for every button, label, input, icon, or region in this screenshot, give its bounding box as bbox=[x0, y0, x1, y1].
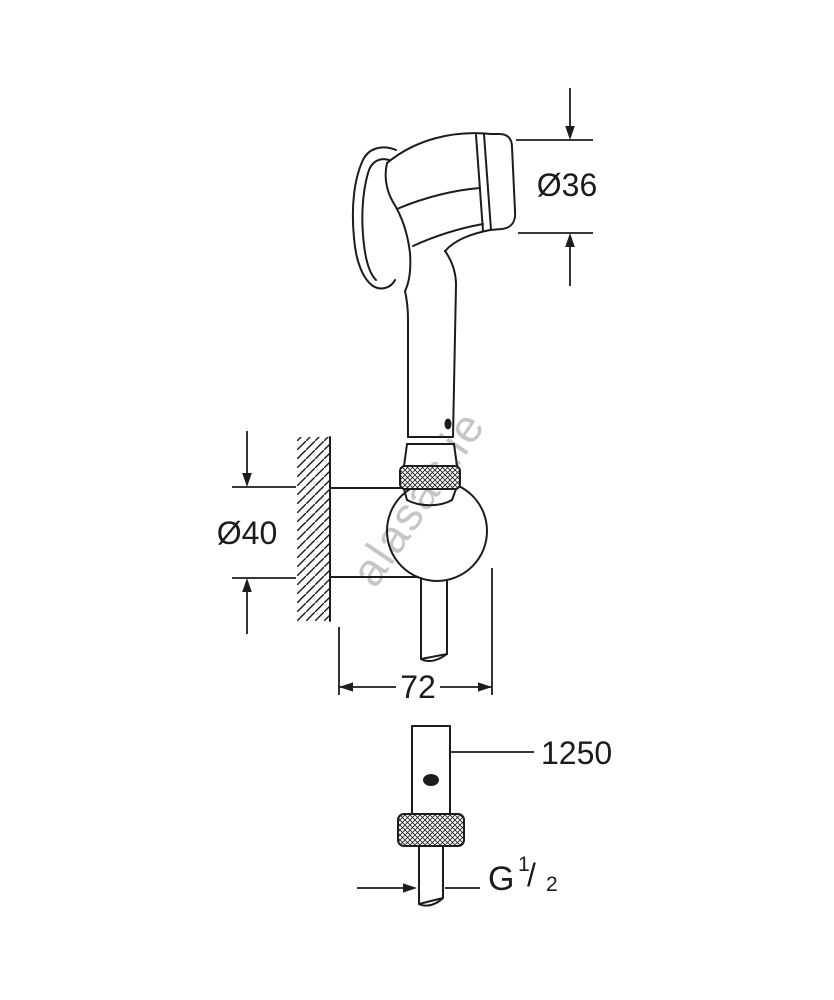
label-thread-slash: / bbox=[527, 857, 536, 893]
spray-face-line-2 bbox=[475, 134, 484, 232]
label-hose-length: 1250 bbox=[541, 735, 612, 771]
connector-knurled-ring bbox=[399, 465, 461, 490]
lever-inner-edge bbox=[361, 158, 390, 281]
holder-socket-right bbox=[451, 488, 457, 501]
wall-mount-assembly bbox=[297, 436, 488, 662]
spray-mode-dot bbox=[444, 418, 452, 430]
dim36-arrow-down bbox=[565, 126, 575, 140]
label-thread-numerator: 1 bbox=[518, 853, 530, 876]
lever-outer-edge bbox=[351, 146, 397, 290]
head-bottom-edge bbox=[444, 229, 491, 252]
hand-shower-sprayer bbox=[351, 132, 517, 490]
head-seam-lower bbox=[412, 223, 484, 247]
label-holder-depth: 72 bbox=[400, 669, 436, 705]
spray-face-line-1 bbox=[483, 133, 492, 231]
holder-socket-arc bbox=[406, 499, 453, 507]
hose-nut-knurled bbox=[397, 813, 465, 847]
dim72-arrow-left bbox=[339, 682, 353, 692]
label-holder-diameter: Ø40 bbox=[217, 515, 277, 551]
dim72-arrow-right bbox=[478, 682, 492, 692]
dimension-labels: Ø36 Ø40 72 1250 G 1 / 2 bbox=[217, 167, 612, 898]
spray-face-outer bbox=[489, 133, 517, 231]
collar-right-edge bbox=[453, 443, 458, 467]
thread-arrow-right bbox=[403, 883, 417, 893]
hose-lower-end-cut bbox=[418, 897, 444, 907]
label-thread-denominator: 2 bbox=[546, 873, 558, 896]
head-seam-upper bbox=[396, 187, 481, 210]
dim40-arrow-down bbox=[242, 473, 252, 487]
handle-right-edge bbox=[444, 250, 457, 438]
hose-detail bbox=[397, 725, 465, 907]
hose-upper-end-cut bbox=[420, 653, 448, 662]
label-thread-g: G bbox=[488, 860, 514, 898]
dim36-arrow-up bbox=[565, 233, 575, 247]
handle-left-edge bbox=[384, 162, 412, 438]
head-top-edge bbox=[386, 132, 492, 164]
holder-socket-left bbox=[403, 488, 408, 501]
collar-left-edge bbox=[403, 443, 408, 467]
label-head-diameter: Ø36 bbox=[537, 167, 597, 203]
dim40-arrow-up bbox=[242, 578, 252, 592]
filled-details bbox=[242, 126, 575, 893]
hose-connector-mark bbox=[423, 774, 439, 786]
wall-hatch-area bbox=[297, 437, 330, 621]
